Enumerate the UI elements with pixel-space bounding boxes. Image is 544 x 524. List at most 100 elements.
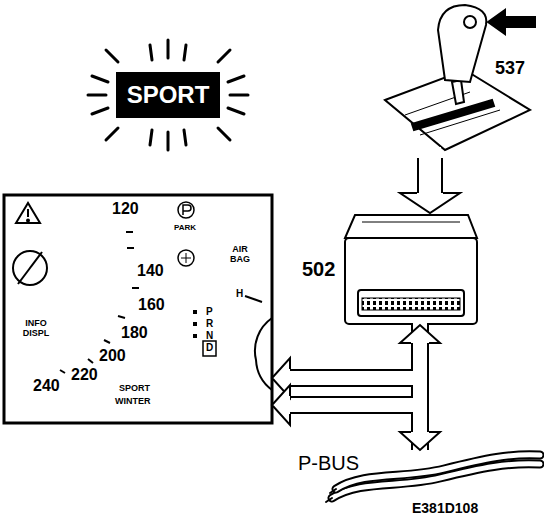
bus-name: P-BUS (298, 452, 359, 475)
instrument-cluster-drawing (16, 203, 40, 223)
lamp-rays (184, 130, 186, 145)
instrument-cluster-drawing (127, 247, 134, 249)
instrument-cluster-drawing (4, 195, 272, 423)
lamp-rays (150, 130, 152, 145)
instrument-cluster-drawing (255, 318, 272, 390)
instrument-cluster-drawing (4, 195, 272, 423)
connector-fills (287, 158, 430, 450)
gear-selector-drawing (488, 10, 535, 34)
instrument-cluster-drawing (178, 202, 194, 218)
speed-number: 240 (33, 377, 60, 395)
speed-number: 180 (121, 324, 148, 342)
connector-outlines (287, 158, 430, 450)
control-module-drawing (345, 215, 477, 324)
bus-cable-drawing (326, 489, 336, 502)
callout-number: 537 (495, 58, 525, 79)
arrowhead (272, 385, 290, 425)
lamp-rays (184, 45, 186, 60)
callout-number: 502 (302, 258, 335, 281)
lamp-rays (228, 108, 244, 114)
control-module-drawing (362, 222, 460, 223)
instrument-cluster-drawing (193, 322, 197, 326)
bus-cable-drawing (336, 455, 540, 489)
speed-number: 220 (71, 366, 98, 384)
connector-fill (287, 325, 420, 378)
lamp-rays (167, 132, 170, 150)
control-module-drawing (362, 298, 460, 310)
lamp-rays (218, 50, 230, 62)
instrument-cluster-drawing (18, 252, 42, 284)
mode-label: WINTER (115, 396, 151, 406)
instrument-cluster-drawing (178, 250, 194, 266)
lamp-rays (106, 128, 118, 140)
gear-selector-drawing (405, 92, 500, 135)
gear-selector-drawing (464, 16, 476, 28)
control-module-drawing (358, 290, 464, 316)
instrument-cluster-drawing (27, 220, 29, 222)
instrument-cluster-drawing (132, 287, 139, 289)
instrument-cluster-drawing (60, 370, 65, 373)
speed-number: 200 (99, 347, 126, 365)
instrument-cluster: 120 140 160 180 200220 240 PARK AIR BAG INFO DIS… (4, 195, 272, 423)
connector-arrow (417, 158, 443, 196)
mode-label: SPORT (119, 383, 150, 393)
gear-letter: D (206, 342, 213, 354)
lamp-rays (92, 76, 108, 82)
instrument-cluster-drawing (183, 205, 191, 215)
lamp-rays (88, 40, 248, 150)
instrument-cluster-drawing (118, 316, 125, 318)
lamp-rays (228, 76, 244, 82)
instrument-cluster-drawing (181, 253, 191, 263)
gauge-letter: H (236, 288, 243, 300)
instrument-cluster-drawing (60, 232, 139, 373)
indicator-label: AIR BAG (222, 244, 258, 265)
control-module-drawing (345, 215, 477, 238)
bus-cable-drawing (336, 455, 540, 489)
instrument-cluster-drawing (13, 251, 47, 285)
figure-code: E381D108 (412, 500, 478, 516)
instrument-cluster-drawing (193, 310, 197, 314)
indicator-label: PARK (174, 223, 196, 232)
gear-selector-drawing (385, 5, 535, 150)
arrowhead (400, 325, 440, 343)
connector-arrow (287, 325, 420, 378)
gear-letter: N (206, 330, 213, 342)
speed-number: 120 (112, 200, 139, 218)
connector-arrow (287, 405, 420, 450)
gear-selector-drawing (412, 100, 494, 130)
instrument-cluster-drawing (88, 359, 93, 363)
arrowhead (400, 193, 460, 213)
gear-selector-drawing (452, 80, 464, 104)
arrowhead (400, 432, 440, 450)
lamp-rays (218, 128, 230, 140)
connector-fill (419, 158, 441, 196)
lamp-rays (167, 40, 170, 58)
lamp-rays (88, 94, 106, 97)
speed-number: 160 (138, 296, 165, 314)
instrument-cluster-drawing (245, 296, 262, 302)
control-module: 502 (300, 213, 480, 325)
gear-letter: R (206, 318, 213, 330)
arrowheads (272, 193, 460, 450)
lamp-text: SPORT (127, 81, 210, 109)
instrument-cluster-drawing (104, 340, 110, 343)
warning-lamp: SPORT (116, 72, 221, 118)
connector-fill (287, 405, 420, 450)
gear-selector: 537 (375, 0, 540, 158)
control-module-drawing (345, 238, 477, 324)
indicator-label: INFO DISPL (12, 318, 60, 339)
instrument-cluster-drawing (193, 334, 197, 338)
lamp-rays (150, 45, 152, 60)
lamp-rays (230, 94, 248, 97)
instrument-cluster-drawing (27, 209, 29, 217)
instrument-cluster-drawing (126, 231, 133, 233)
lamp-rays (92, 108, 108, 114)
speed-number: 140 (137, 262, 164, 280)
gear-letter: P (206, 306, 213, 318)
instrument-cluster-drawing (203, 341, 216, 356)
lamp-rays (106, 50, 118, 62)
gear-selector-drawing (438, 5, 486, 82)
